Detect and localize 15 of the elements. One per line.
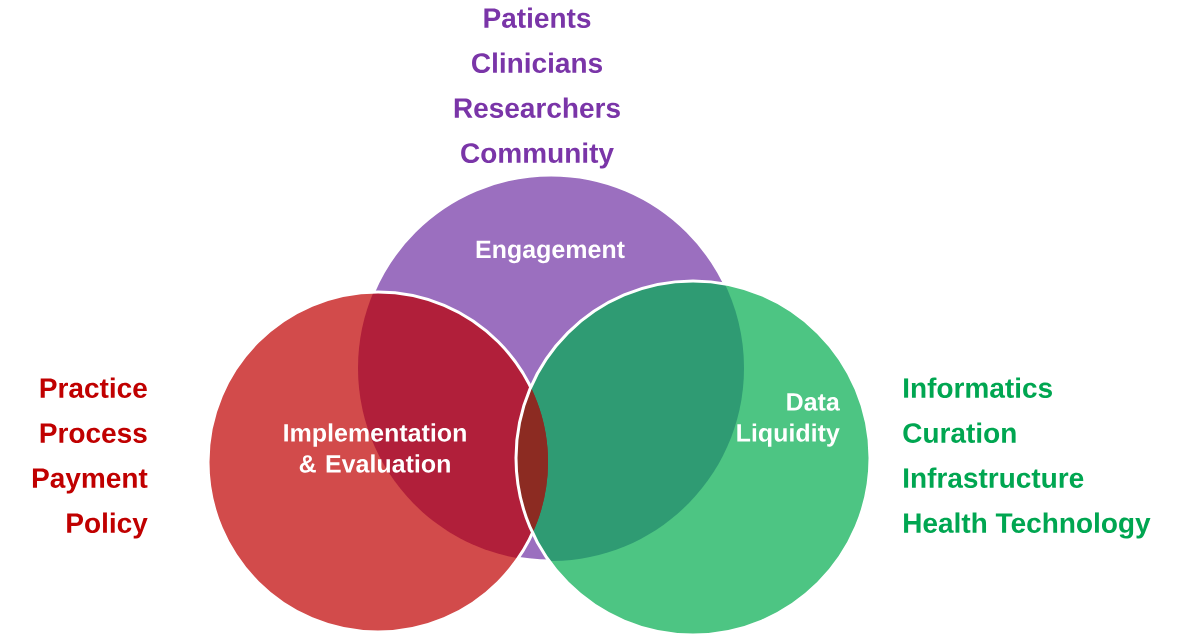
- node-label: Payment: [32, 468, 148, 494]
- node-label: Health Technology: [904, 512, 1151, 539]
- node-label: Patients: [484, 7, 591, 29]
- node-label: Policy: [67, 512, 148, 539]
- node-label: Process: [40, 423, 147, 444]
- node-label: Researchers: [454, 97, 620, 119]
- node-label: Infrastructure: [904, 467, 1084, 488]
- node-label: Community: [461, 142, 614, 169]
- item-list: Informatics Curation Infrastructure Health Technology: [903, 377, 1151, 539]
- node-label: Informatics: [904, 377, 1052, 398]
- node-label: Curation: [903, 422, 1016, 443]
- node-label: Practice: [40, 377, 147, 399]
- node-label: Clinicians: [472, 52, 603, 74]
- item-list: Patients Clinicians Researchers Community: [454, 7, 620, 169]
- item-list: Practice Process Payment Policy: [32, 377, 148, 539]
